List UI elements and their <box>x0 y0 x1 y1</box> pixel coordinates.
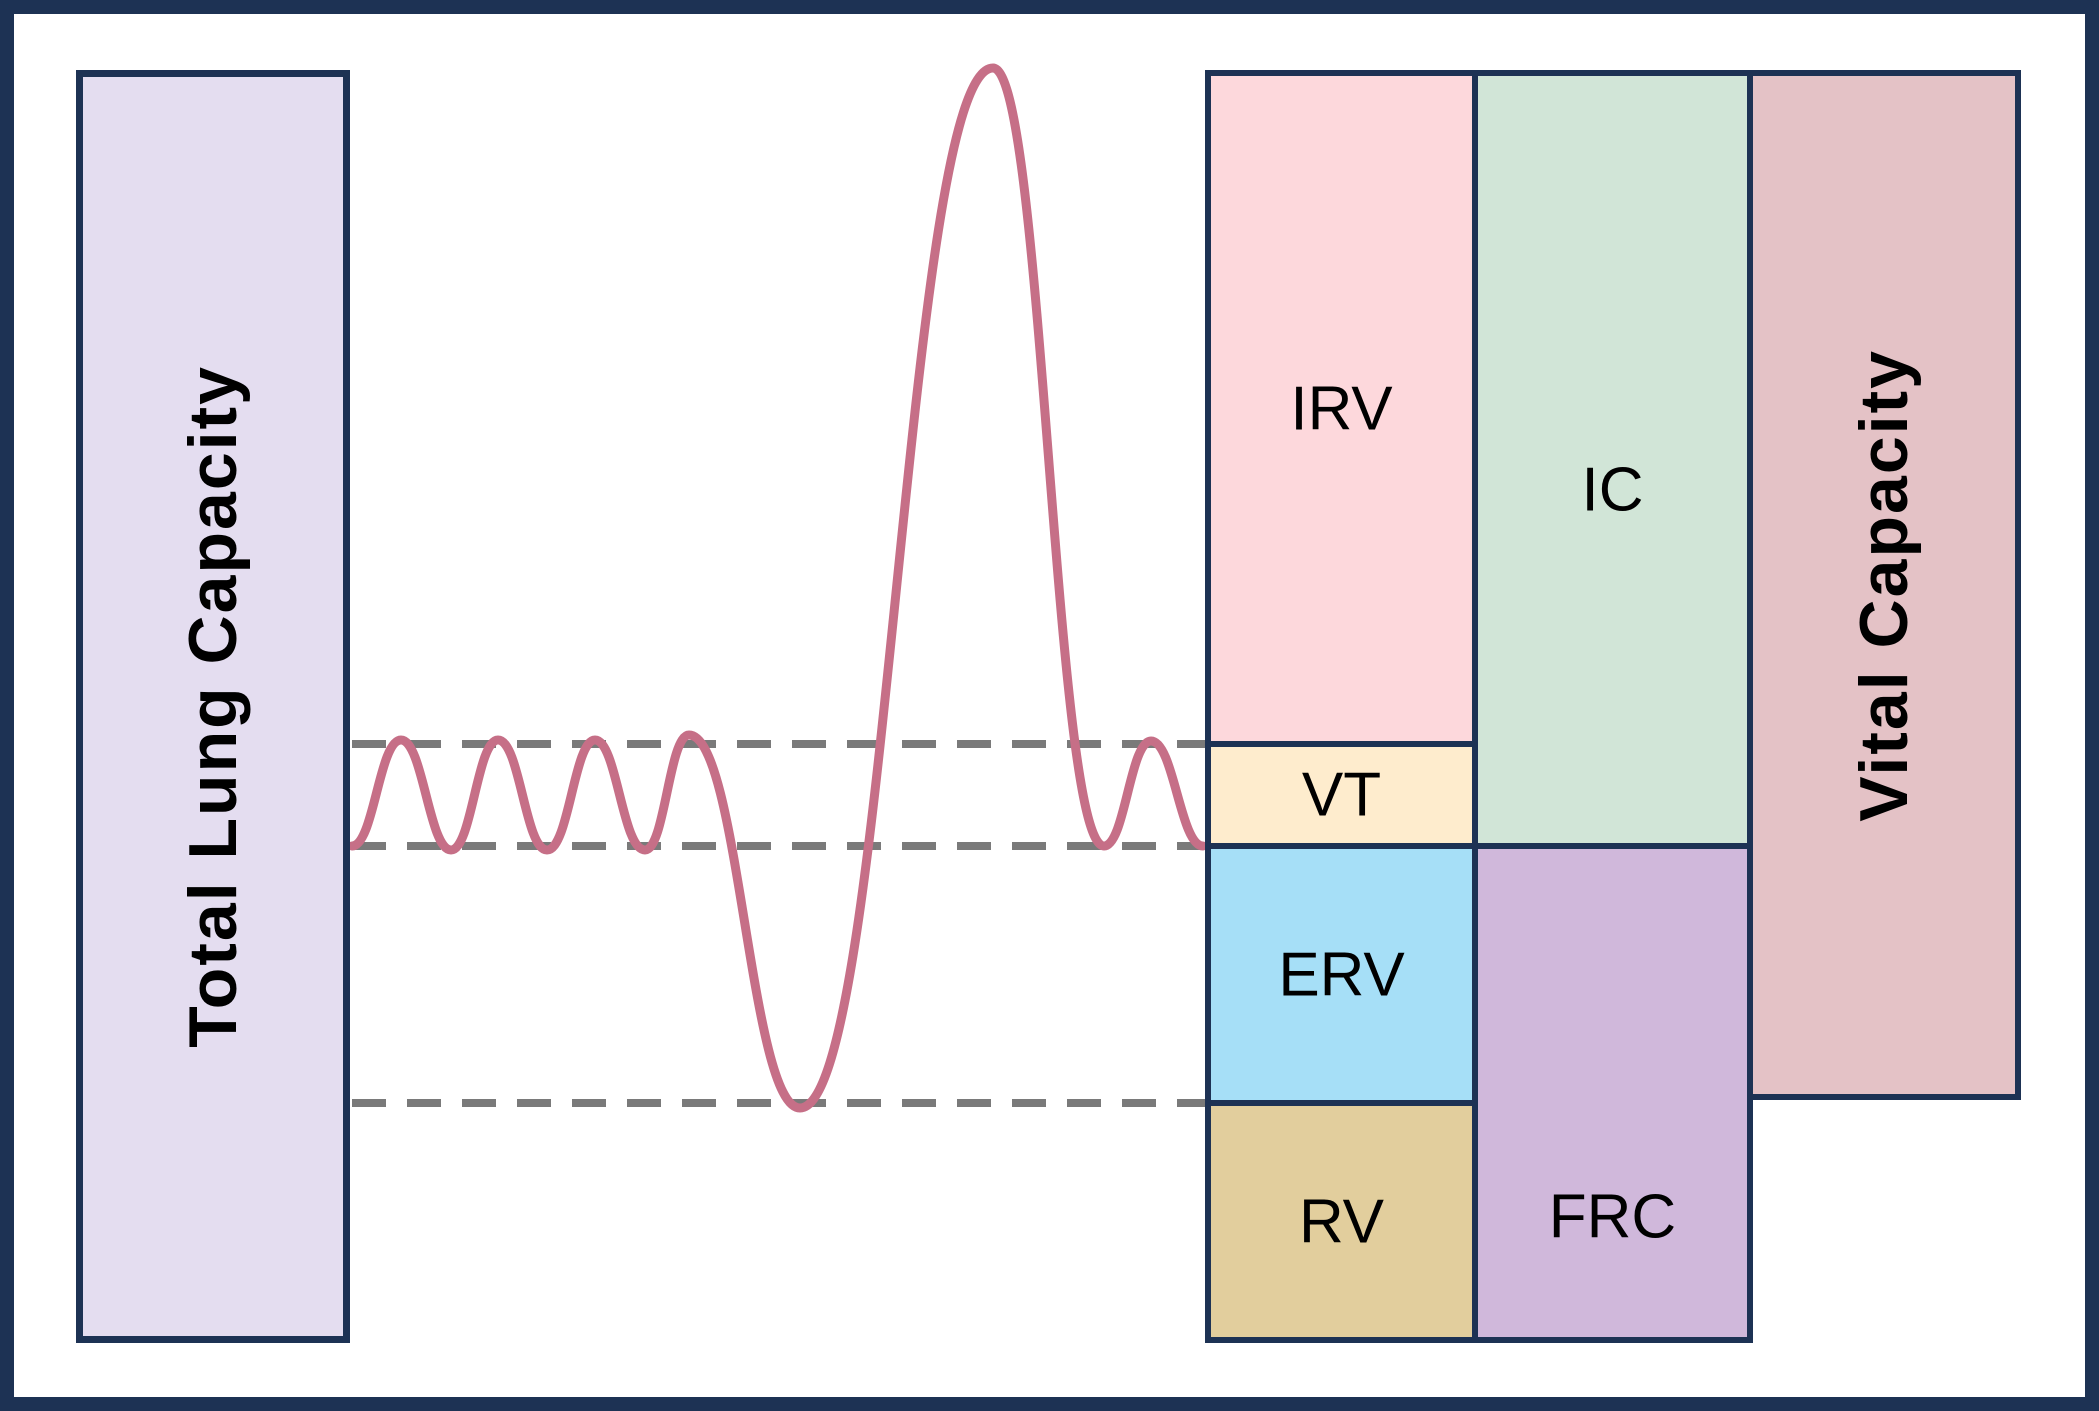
irv-box: IRV <box>1205 70 1478 747</box>
vital-capacity-bar: Vital Capacity <box>1747 70 2021 1100</box>
vital-capacity-label: Vital Capacity <box>1846 348 1922 822</box>
spirometry-trace <box>347 63 1208 1113</box>
irv-label: IRV <box>1290 374 1393 443</box>
total-lung-capacity-label: Total Lung Capacity <box>175 365 251 1048</box>
vt-box: VT <box>1205 741 1478 849</box>
erv-box: ERV <box>1205 843 1478 1106</box>
vt-label: VT <box>1301 760 1382 830</box>
ic-label: IC <box>1581 455 1644 525</box>
rv-label: RV <box>1298 1187 1385 1256</box>
total-lung-capacity-bar: Total Lung Capacity <box>76 70 350 1343</box>
rv-box: RV <box>1205 1100 1478 1343</box>
ic-box: IC <box>1472 70 1753 849</box>
frc-box: FRC <box>1472 843 1753 1343</box>
erv-label: ERV <box>1278 940 1405 1009</box>
frc-label: FRC <box>1548 1182 1677 1252</box>
